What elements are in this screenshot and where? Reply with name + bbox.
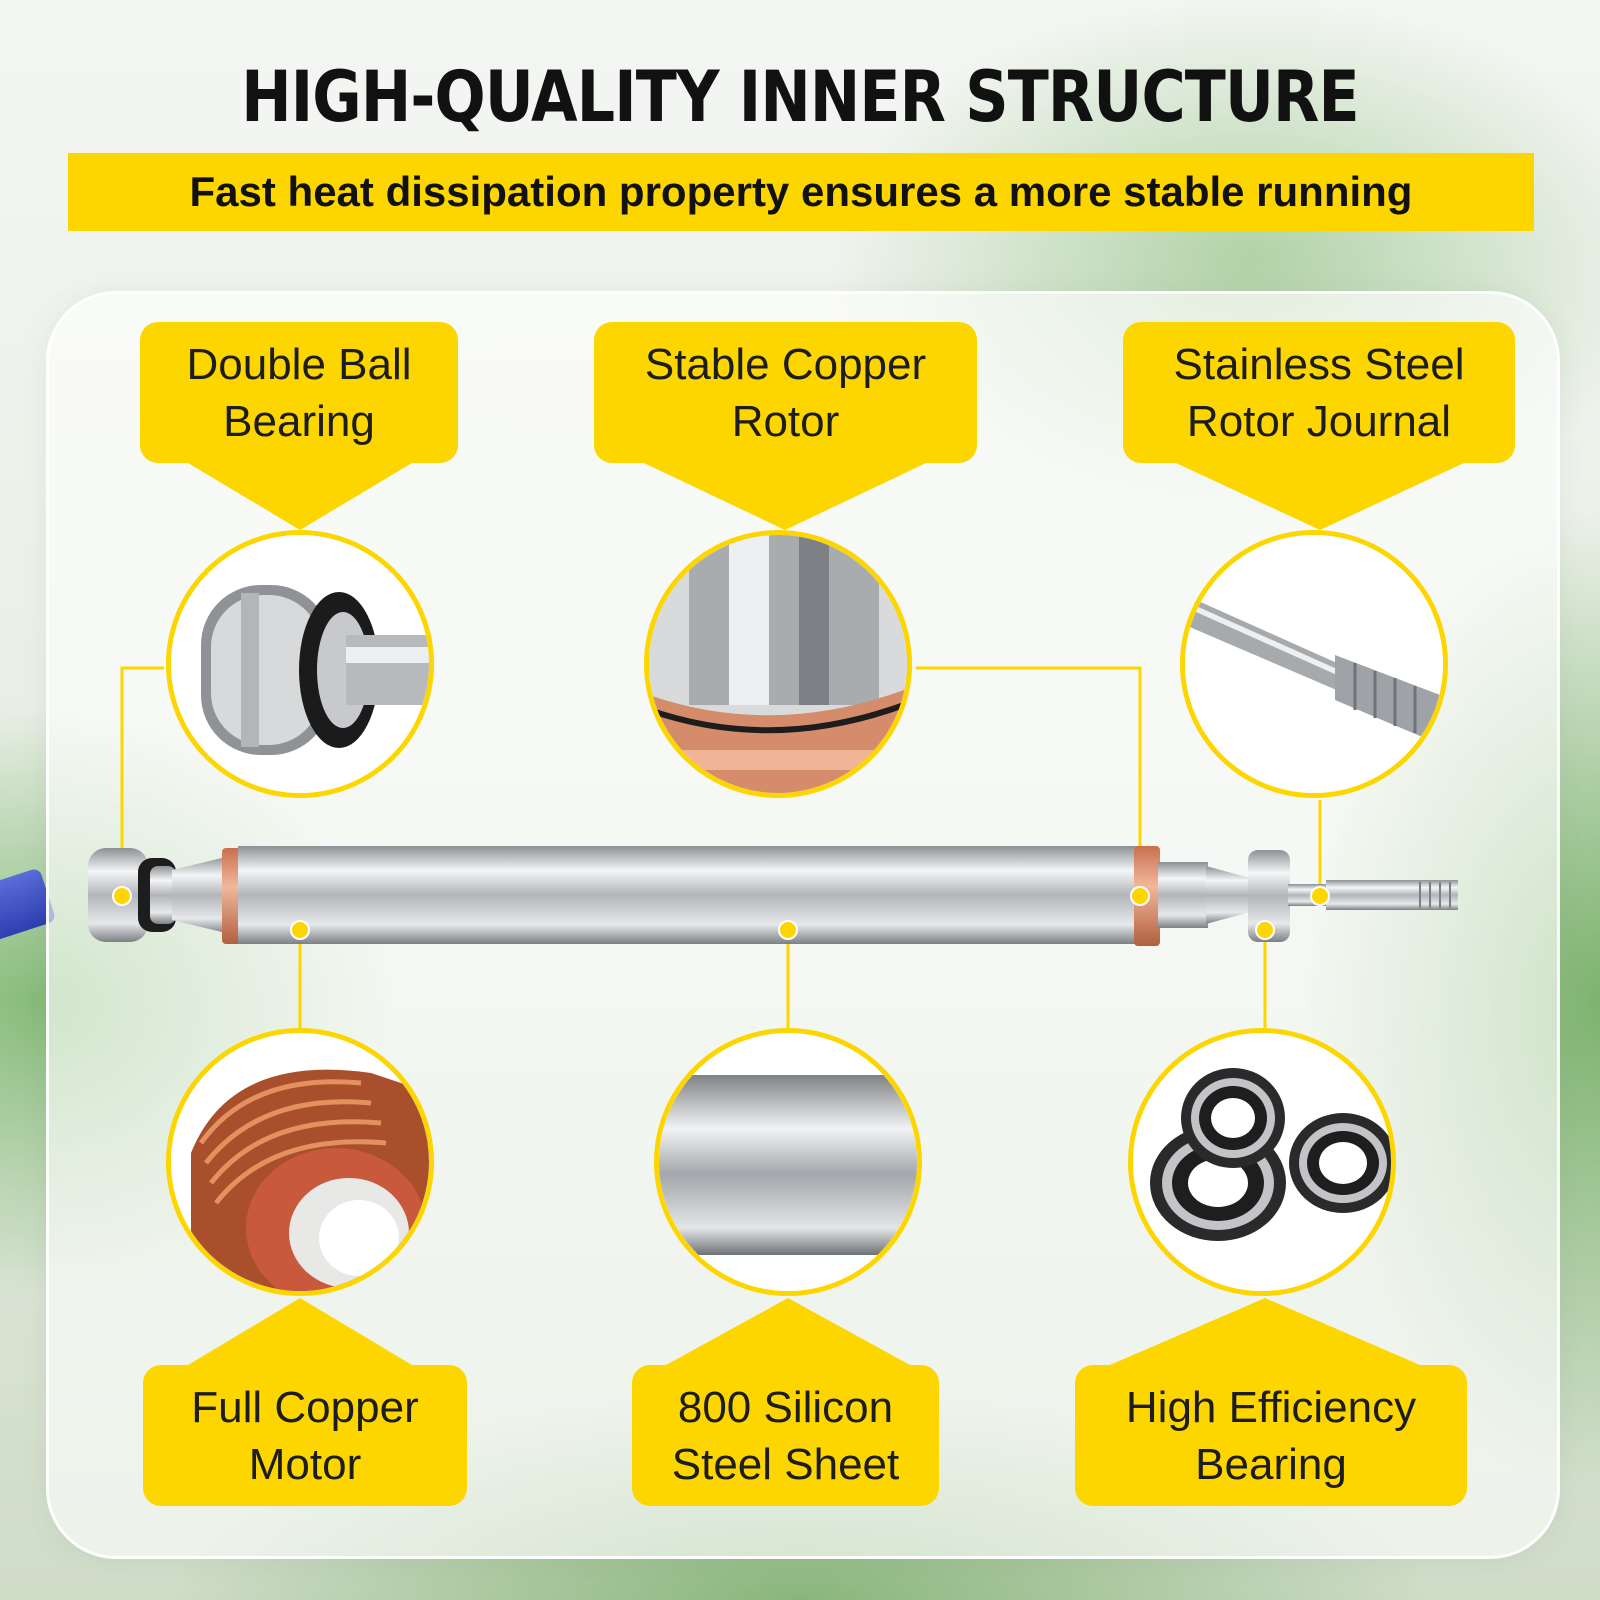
subtitle-banner: Fast heat dissipation property ensures a…	[68, 153, 1534, 231]
pointer-bottom-2	[666, 1298, 910, 1365]
detail-circle-high-efficiency-bearing	[1128, 1028, 1396, 1296]
copper-rotor-image	[649, 535, 907, 793]
label-full-copper-motor-text: Full Copper Motor	[191, 1382, 419, 1489]
label-stable-copper-rotor: Stable Copper Rotor	[594, 322, 977, 463]
detail-circle-silicon-steel-sheet	[654, 1028, 922, 1296]
detail-circle-full-copper-motor	[166, 1028, 434, 1296]
marker-dot-steel-sheet	[778, 920, 798, 940]
label-double-ball-bearing: Double Ball Bearing	[140, 322, 458, 463]
rotor-journal-image	[1185, 535, 1443, 793]
pointer-top-2	[644, 463, 926, 530]
label-double-ball-bearing-text: Double Ball Bearing	[186, 339, 412, 446]
label-high-efficiency-bearing-text: High Efficiency Bearing	[1125, 1382, 1417, 1489]
marker-dot-journal	[1310, 886, 1330, 906]
label-800-silicon-steel-sheet-text: 800 Silicon Steel Sheet	[671, 1382, 900, 1489]
marker-dot-rotor	[1130, 886, 1150, 906]
bearings-image	[1133, 1033, 1391, 1291]
label-stainless-steel-rotor-journal-text: Stainless Steel Rotor Journal	[1173, 339, 1465, 446]
label-stainless-steel-rotor-journal: Stainless Steel Rotor Journal	[1123, 322, 1515, 463]
detail-circle-double-ball-bearing	[166, 530, 434, 798]
motor-shaft	[88, 846, 1458, 946]
marker-dot-motor	[290, 920, 310, 940]
subtitle-text: Fast heat dissipation property ensures a…	[189, 168, 1413, 215]
pointer-bottom-3	[1110, 1298, 1420, 1365]
detail-circle-copper-rotor	[644, 530, 912, 798]
copper-motor-image	[171, 1033, 429, 1291]
detail-circle-rotor-journal	[1180, 530, 1448, 798]
marker-dot-bearing	[112, 886, 132, 906]
silicon-steel-image	[659, 1033, 917, 1291]
label-high-efficiency-bearing: High Efficiency Bearing	[1075, 1365, 1467, 1506]
pointer-top-1	[188, 463, 412, 530]
marker-dot-efficiency-bearing	[1255, 920, 1275, 940]
pointer-bottom-1	[188, 1298, 412, 1365]
pointer-top-3	[1176, 463, 1464, 530]
label-stable-copper-rotor-text: Stable Copper Rotor	[644, 339, 927, 446]
label-800-silicon-steel-sheet: 800 Silicon Steel Sheet	[632, 1365, 939, 1506]
double-ball-bearing-image	[171, 535, 429, 793]
page-title: HIGH-QUALITY INNER STRUCTURE	[241, 56, 1359, 138]
label-full-copper-motor: Full Copper Motor	[143, 1365, 467, 1506]
